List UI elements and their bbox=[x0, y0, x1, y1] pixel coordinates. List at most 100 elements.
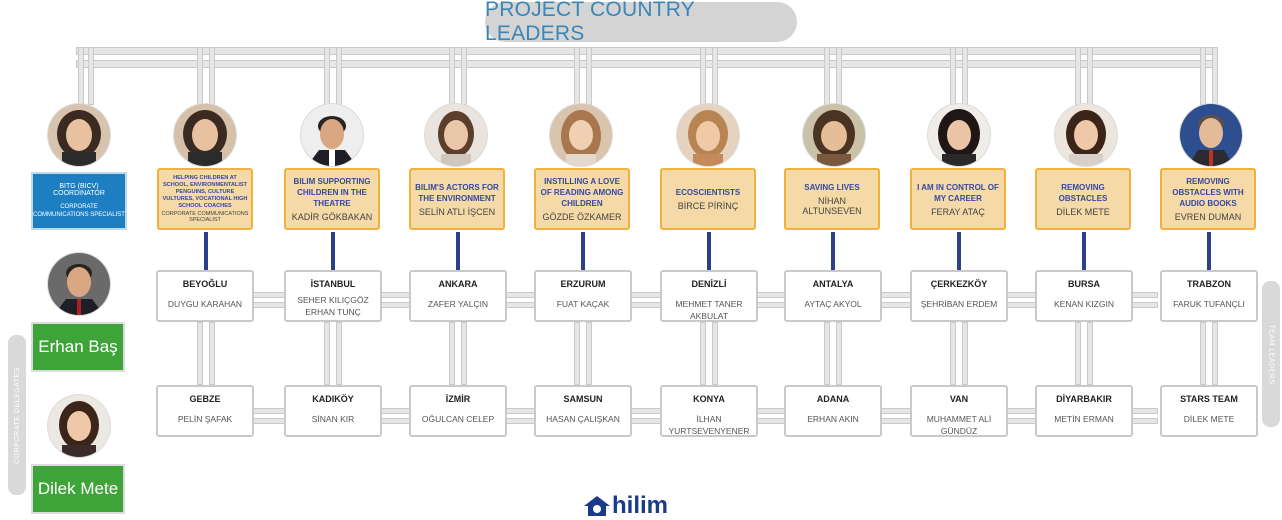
city-name: İZMİR bbox=[445, 394, 471, 404]
city-name: ANTALYA bbox=[812, 279, 854, 289]
team-leader-name: MUHAMMET ALİ GÜNDÜZ bbox=[926, 414, 992, 436]
team-leader-name: DİLEK METE bbox=[1183, 414, 1235, 424]
team-leader-name: HASAN ÇALIŞKAN bbox=[546, 414, 620, 424]
coordinator-photo bbox=[48, 104, 110, 166]
project-leader-name: KADİR GÖKBAKAN bbox=[291, 212, 373, 222]
project-box: REMOVING OBSTACLES DİLEK METE bbox=[1035, 168, 1131, 230]
project-connector bbox=[456, 232, 460, 270]
project-title: REMOVING OBSTACLES WITH AUDIO BOOKS bbox=[1172, 177, 1244, 208]
project-connector bbox=[581, 232, 585, 270]
team-leader-name: ERHAN AKIN bbox=[807, 414, 859, 424]
city-box: ANTALYA AYTAÇ AKYOL bbox=[784, 270, 882, 322]
city-box: TRABZON FARUK TUFANÇLI bbox=[1160, 270, 1258, 322]
project-leader-photo bbox=[928, 104, 990, 166]
city-name: BURSA bbox=[1067, 279, 1100, 289]
project-leader-name: DİLEK METE bbox=[1056, 206, 1110, 217]
project-connector bbox=[1082, 232, 1086, 270]
team-leader-name: FARUK TUFANÇLI bbox=[1173, 299, 1245, 309]
project-leader-photo bbox=[677, 104, 739, 166]
city-box: ANKARA ZAFER YALÇIN bbox=[409, 270, 507, 322]
project-title: REMOVING OBSTACLES bbox=[1058, 182, 1108, 203]
city-name: ADANA bbox=[816, 394, 850, 404]
project-leader-photo bbox=[803, 104, 865, 166]
project-leader-name: EVREN DUMAN bbox=[1174, 212, 1242, 222]
coordinator-title: BITG (BICV) COORDINATOR bbox=[53, 183, 105, 197]
coordinator-box: BITG (BICV) COORDINATOR CORPORATE COMMUN… bbox=[31, 172, 127, 230]
city-name: KADIKÖY bbox=[312, 394, 354, 404]
city-box: KONYA İLHAN YURTSEVENYENER bbox=[660, 385, 758, 437]
city-name: ANKARA bbox=[438, 279, 478, 289]
city-name: ÇERKEZKÖY bbox=[930, 279, 988, 289]
team-leader-name: SEHER KILIÇGÖZ ERHAN TUNÇ bbox=[297, 295, 369, 317]
project-connector bbox=[331, 232, 335, 270]
project-box: HELPING CHILDREN AT SCHOOL, ENVIRONMENTA… bbox=[157, 168, 253, 230]
company-logo: hilim bbox=[582, 492, 668, 520]
logo-text: hilim bbox=[612, 492, 669, 519]
project-title: BILIM'S ACTORS FOR THE ENVIRONMENT bbox=[415, 182, 499, 203]
project-leader-photo bbox=[550, 104, 612, 166]
project-connector bbox=[204, 232, 208, 270]
house-logo-icon bbox=[584, 496, 610, 516]
team-leader-name: ZAFER YALÇIN bbox=[427, 299, 489, 309]
project-title: HELPING CHILDREN AT SCHOOL, ENVIRONMENTA… bbox=[162, 175, 248, 209]
city-box: ADANA ERHAN AKIN bbox=[784, 385, 882, 437]
page-title: PROJECT COUNTRY LEADERS bbox=[485, 0, 797, 45]
project-leader-photo bbox=[1055, 104, 1117, 166]
delegate-name-box: Dilek Mete bbox=[31, 464, 125, 514]
city-box: İSTANBUL SEHER KILIÇGÖZ ERHAN TUNÇ bbox=[284, 270, 382, 322]
project-connector bbox=[957, 232, 961, 270]
project-connector bbox=[831, 232, 835, 270]
side-label-team-leaders: TEAM LEADERS bbox=[1262, 281, 1280, 427]
project-leader-name: BİRCE PİRİNÇ bbox=[677, 201, 739, 211]
city-box: BEYOĞLU DUYGU KARAHAN bbox=[156, 270, 254, 322]
city-box: SAMSUN HASAN ÇALIŞKAN bbox=[534, 385, 632, 437]
city-name: ERZURUM bbox=[560, 279, 606, 289]
team-leader-name: AYTAÇ AKYOL bbox=[804, 299, 862, 309]
city-box: BURSA KENAN KIZGIN bbox=[1035, 270, 1133, 322]
project-box: REMOVING OBSTACLES WITH AUDIO BOOKS EVRE… bbox=[1160, 168, 1256, 230]
team-leader-name: DUYGU KARAHAN bbox=[167, 299, 243, 309]
project-leader-name: SELİN ATLI İŞCEN bbox=[418, 206, 496, 217]
city-box: STARS TEAM DİLEK METE bbox=[1160, 385, 1258, 437]
side-label-corporate-delegates: CORPORATE DELEGATES bbox=[8, 335, 26, 495]
city-name: KONYA bbox=[693, 394, 725, 404]
city-box: KADIKÖY SİNAN KIR bbox=[284, 385, 382, 437]
delegate-name-box: Erhan Baş bbox=[31, 322, 125, 372]
city-name: STARS TEAM bbox=[1180, 394, 1238, 404]
delegate-photo bbox=[48, 253, 110, 315]
delegate-photo bbox=[48, 395, 110, 457]
project-box: BILIM SUPPORTING CHILDREN IN THE THEATRE… bbox=[284, 168, 380, 230]
team-leader-name: METİN ERMAN bbox=[1054, 414, 1114, 424]
team-leader-name: SİNAN KIR bbox=[311, 414, 355, 424]
project-title: BILIM SUPPORTING CHILDREN IN THE THEATRE bbox=[293, 177, 371, 208]
project-leader-photo bbox=[425, 104, 487, 166]
project-title: SAVING LIVES bbox=[804, 183, 860, 192]
project-box: SAVING LIVES NİHAN ALTUNSEVEN bbox=[784, 168, 880, 230]
team-leader-name: PELİN ŞAFAK bbox=[177, 414, 233, 424]
project-leader-name: NİHAN ALTUNSEVEN bbox=[802, 196, 862, 216]
project-box: ECOSCIENTISTS BİRCE PİRİNÇ bbox=[660, 168, 756, 230]
project-leader-name: CORPORATE COMMUNICATIONS SPECIALIST bbox=[161, 211, 249, 223]
project-title: I AM IN CONTROL OF MY CAREER bbox=[917, 182, 999, 203]
city-name: SAMSUN bbox=[563, 394, 603, 404]
city-name: İSTANBUL bbox=[310, 279, 356, 289]
project-connector bbox=[707, 232, 711, 270]
team-leader-name: KENAN KIZGIN bbox=[1054, 299, 1114, 309]
project-leader-name: GÖZDE ÖZKAMER bbox=[542, 212, 622, 222]
project-box: I AM IN CONTROL OF MY CAREER FERAY ATAÇ bbox=[910, 168, 1006, 230]
project-title: ECOSCIENTISTS bbox=[675, 188, 741, 197]
city-name: GEBZE bbox=[189, 394, 221, 404]
team-leader-name: İLHAN YURTSEVENYENER bbox=[668, 414, 750, 436]
coordinator-subtitle: CORPORATE COMMUNICATIONS SPECIALIST bbox=[33, 204, 125, 218]
project-box: INSTILLING A LOVE OF READING AMONG CHILD… bbox=[534, 168, 630, 230]
city-name: BEYOĞLU bbox=[182, 279, 228, 289]
project-box: BILIM'S ACTORS FOR THE ENVIRONMENT SELİN… bbox=[409, 168, 505, 230]
project-leader-photo bbox=[301, 104, 363, 166]
city-name: TRABZON bbox=[1187, 279, 1231, 289]
